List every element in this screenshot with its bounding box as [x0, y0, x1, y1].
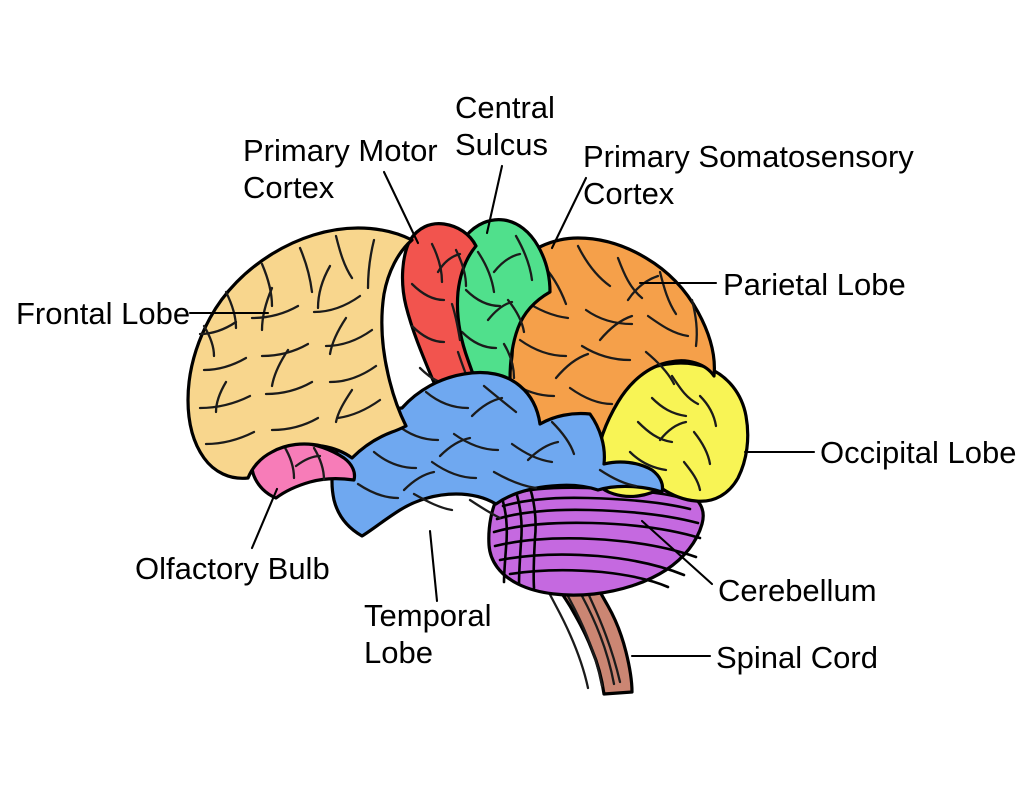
region-temporal-lobe[interactable] [330, 370, 665, 538]
leader-cerebellum [640, 519, 714, 586]
label-primary-somatosensory-cortex[interactable]: Primary Somatosensory Cortex [583, 139, 914, 211]
label-cerebellum[interactable]: Cerebellum [718, 573, 877, 608]
leader-olfactory-bulb [250, 487, 279, 550]
label-central-sulcus[interactable]: Central Sulcus [455, 90, 555, 162]
leader-central-sulcus [485, 164, 504, 235]
leader-primary-motor-cortex [382, 170, 420, 245]
region-cerebellum[interactable] [487, 477, 705, 597]
label-olfactory-bulb[interactable]: Olfactory Bulb [135, 551, 330, 586]
temporal-gyri [356, 384, 638, 520]
frontal-gyri [198, 234, 382, 446]
label-primary-motor-cortex[interactable]: Primary Motor Cortex [243, 133, 438, 205]
leader-temporal-lobe [428, 529, 439, 603]
frontal-lobe-shape [186, 226, 414, 480]
label-occipital-lobe[interactable]: Occipital Lobe [820, 435, 1017, 470]
label-spinal-cord[interactable]: Spinal Cord [716, 640, 878, 675]
motor-gyri [410, 242, 474, 390]
label-frontal-lobe[interactable]: Frontal Lobe [16, 296, 191, 331]
olfactory-bulb-folds [282, 444, 326, 482]
label-parietal-lobe[interactable]: Parietal Lobe [723, 267, 906, 302]
leader-lines-group [188, 164, 816, 658]
label-temporal-lobe[interactable]: Temporal Lobe [364, 598, 492, 670]
leader-primary-somatosensory [550, 176, 588, 250]
region-frontal-lobe[interactable] [186, 226, 414, 480]
